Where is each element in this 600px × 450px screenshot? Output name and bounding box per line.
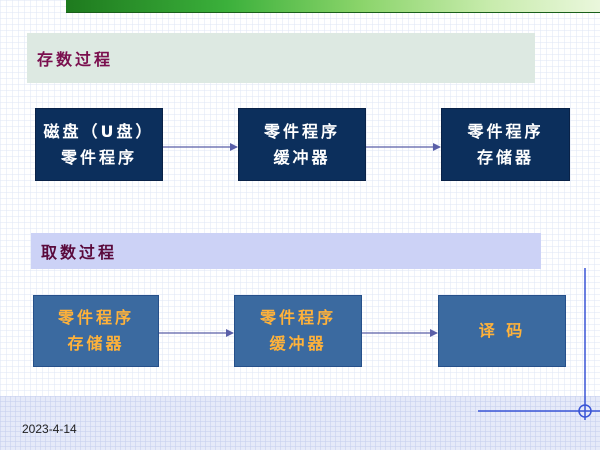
node-store-memory: 零件程序 存储器 [441,108,570,181]
section-title-fetch: 取数过程 [31,233,541,269]
slide-date: 2023-4-14 [22,422,77,436]
node-store-memory-line2: 存储器 [476,147,534,167]
node-store-memory-line1: 零件程序 [467,121,544,141]
section-title-fetch-text: 取数过程 [41,243,118,262]
node-decode-label: 译 码 [478,321,526,340]
top-accent-bar [66,0,600,12]
node-store-buffer-line1: 零件程序 [263,121,340,141]
node-fetch-memory-line1: 零件程序 [57,308,134,327]
footer-band [0,396,600,450]
top-accent-rule [66,12,600,13]
node-fetch-memory-line2: 存储器 [67,334,125,353]
node-fetch-buffer-line2: 缓冲器 [269,334,327,353]
node-decode: 译 码 [438,295,566,367]
node-fetch-memory: 零件程序 存储器 [33,295,159,367]
node-store-buffer: 零件程序 缓冲器 [238,108,366,181]
node-fetch-buffer: 零件程序 缓冲器 [234,295,362,367]
section-title-store-text: 存数过程 [37,50,114,69]
node-disk-part-program: 磁盘（U盘） 零件程序 [35,108,163,181]
node-fetch-buffer-line1: 零件程序 [259,308,336,327]
node-disk-part-program-line1: 磁盘（U盘） [43,121,155,141]
node-disk-part-program-line2: 零件程序 [60,147,137,167]
node-store-buffer-line2: 缓冲器 [273,147,331,167]
section-title-store: 存数过程 [27,33,535,83]
